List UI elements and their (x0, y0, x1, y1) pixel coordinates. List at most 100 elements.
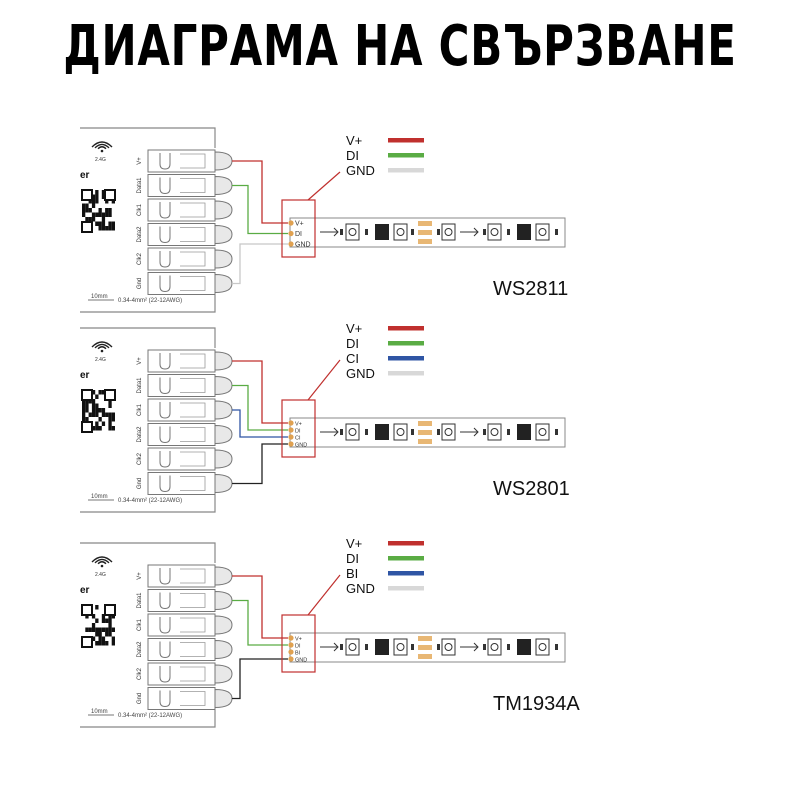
qr-module (95, 190, 99, 195)
dimension-label: 10mm (91, 494, 108, 500)
connector-pad (288, 427, 294, 433)
data-direction-arrow (460, 227, 479, 237)
legend-swatch (388, 138, 424, 143)
wire-di (232, 599, 288, 646)
qr-module (85, 217, 89, 222)
terminal-label: Clk1 (137, 203, 143, 216)
led-chip (393, 223, 408, 241)
resistor (365, 229, 368, 235)
qr-module (98, 226, 102, 231)
qr-module (101, 641, 106, 646)
legend-label: CI (346, 351, 359, 366)
terminal-slot (180, 642, 206, 657)
qr-module (85, 408, 89, 413)
terminal-block (147, 272, 216, 295)
terminal-label: V+ (137, 572, 143, 580)
terminal-label: V+ (137, 357, 143, 365)
legend-label: DI (346, 148, 359, 163)
terminal-block (147, 223, 216, 246)
terminal-label: Data1 (137, 177, 143, 194)
wire-spec-label: 0.34-4mm² (22-12AWG) (118, 498, 182, 504)
terminal-label: Data1 (137, 592, 143, 609)
terminal-screw (214, 424, 233, 445)
connector-pad (288, 635, 294, 641)
connector-pin-label: BI (295, 651, 301, 657)
qr-module (111, 426, 115, 431)
qr-module (95, 408, 99, 413)
terminal-screw (214, 449, 233, 469)
wifi-arc (91, 341, 113, 348)
qr-module (95, 632, 99, 637)
terminal-slot (180, 402, 206, 418)
led-lens (348, 428, 357, 436)
legend-swatch (388, 556, 424, 561)
legend-label: V+ (346, 133, 362, 148)
brand-text: er (80, 585, 90, 596)
led-chip (441, 223, 456, 241)
cut-pad (418, 221, 432, 226)
data-direction-arrow (320, 427, 339, 437)
ic-chip (517, 424, 531, 440)
legend-swatch (388, 341, 424, 346)
terminal-slot (180, 568, 206, 584)
led-lens (348, 643, 357, 651)
terminal-slot (180, 593, 206, 608)
qr-finder (81, 421, 93, 433)
qr-module (91, 412, 96, 417)
cut-pad (418, 439, 432, 444)
qr-module (95, 627, 99, 632)
legend-swatch (388, 356, 424, 361)
wifi-arc (97, 561, 107, 565)
ic-chip (375, 639, 389, 655)
terminal-screw (214, 224, 233, 245)
qr-module (105, 618, 109, 623)
resistor (365, 429, 368, 435)
connector-callout-box (281, 614, 316, 673)
terminal-clamp (159, 592, 171, 610)
qr-module (108, 421, 112, 426)
controller-housing (80, 327, 216, 513)
terminal-label: Clk2 (137, 252, 143, 265)
terminal-screw (214, 200, 233, 220)
controller-housing (80, 542, 216, 728)
qr-module (101, 614, 106, 619)
led-chip (393, 638, 408, 656)
resistor (437, 644, 440, 650)
terminal-label: Data2 (137, 426, 143, 443)
qr-module (108, 399, 112, 404)
terminal-clamp (159, 353, 171, 370)
led-lens (444, 428, 453, 436)
qr-module (101, 390, 106, 395)
led-chip (535, 423, 550, 441)
connector-pin-label: V+ (295, 221, 304, 228)
wire-gnd (232, 658, 288, 700)
qr-module (108, 412, 112, 417)
qr-module (95, 394, 99, 399)
wire-vplus (232, 360, 288, 424)
qr-module (95, 403, 99, 408)
qr-module (91, 636, 96, 641)
legend-label: GND (346, 581, 375, 596)
qr-module (98, 417, 102, 422)
terminal-slot (180, 153, 206, 169)
qr-module (105, 641, 109, 646)
qr-module (98, 627, 102, 632)
qr-module (101, 212, 106, 217)
qr-module (108, 208, 112, 213)
terminal-screw (214, 351, 233, 371)
qr-module (91, 212, 96, 217)
qr-module (98, 221, 102, 226)
led-chip (345, 223, 360, 241)
qr-module (91, 627, 96, 632)
terminal-label: Clk2 (137, 452, 143, 465)
dimension-label: 10mm (91, 709, 108, 715)
qr-module (85, 399, 89, 404)
terminal-clamp (159, 202, 171, 219)
connector-pin-label: GND (295, 658, 307, 664)
wifi-label: 2.4G (95, 157, 106, 163)
legend-label: V+ (346, 321, 362, 336)
led-lens (538, 428, 547, 436)
wire-vplus (232, 575, 288, 639)
ic-chip (375, 224, 389, 240)
